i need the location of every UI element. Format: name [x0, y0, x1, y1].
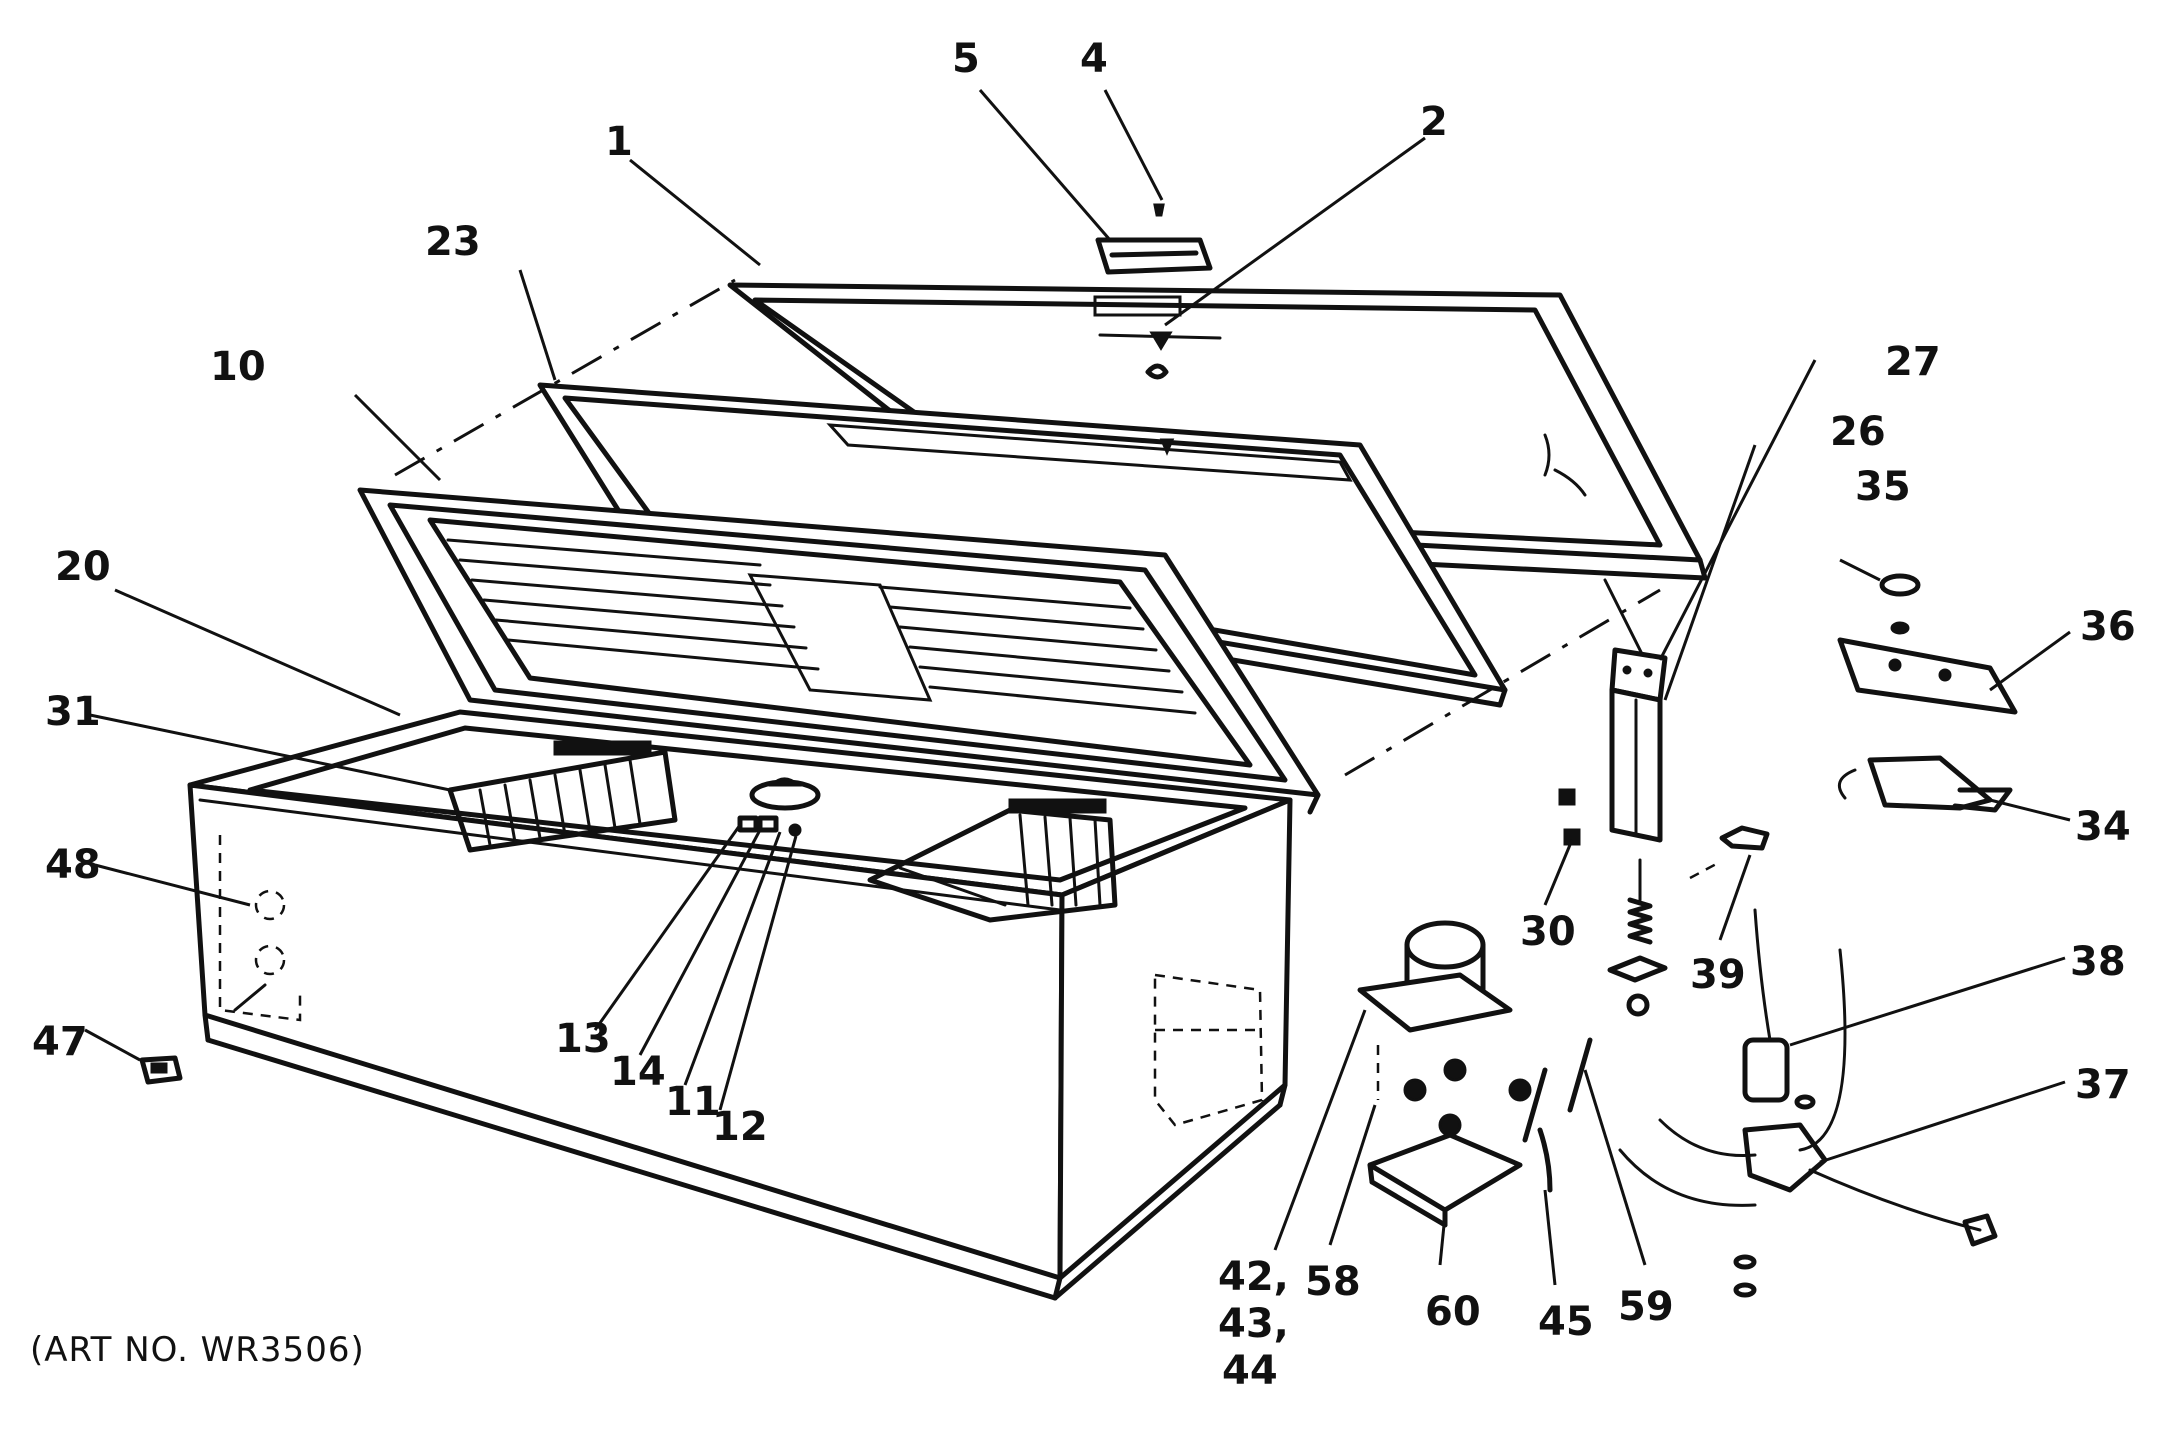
callout-2: 2	[1420, 99, 1448, 145]
callout-5: 5	[952, 36, 980, 82]
interior-light	[737, 777, 821, 837]
relay-and-wiring	[1618, 908, 1998, 1298]
callout-10: 10	[210, 344, 266, 390]
callout-30: 30	[1520, 909, 1576, 955]
callout-27: 27	[1885, 339, 1941, 385]
compressor-assembly	[1357, 920, 1593, 1228]
callout-12: 12	[712, 1104, 768, 1150]
storage-basket-right	[867, 798, 1118, 923]
callout-23: 23	[425, 219, 481, 265]
lid-handle	[1095, 203, 1213, 275]
callout-39: 39	[1690, 952, 1746, 998]
callout-48: 48	[45, 842, 101, 888]
callout-44: 44	[1222, 1348, 1278, 1394]
callout-20: 20	[55, 544, 111, 590]
hinge-assembly	[1558, 647, 1668, 1017]
callout-43: 43,	[1218, 1301, 1289, 1347]
callout-38: 38	[2070, 939, 2126, 985]
art-number-caption: (ART NO. WR3506)	[30, 1330, 365, 1370]
callout-26: 26	[1830, 409, 1886, 455]
leader-lines	[84, 89, 2071, 1286]
callout-59: 59	[1618, 1284, 1674, 1330]
callout-35: 35	[1855, 464, 1911, 510]
callout-11: 11	[665, 1079, 721, 1125]
callout-labels: 1 2 4 5 10 11 12 13 14 20 23 26 27 30 31…	[32, 36, 2136, 1394]
callout-47: 47	[32, 1019, 88, 1065]
callout-45: 45	[1538, 1299, 1594, 1345]
clip-part	[1689, 825, 1770, 880]
callout-13: 13	[555, 1016, 611, 1062]
freezer-cabinet	[187, 709, 1293, 1301]
callout-34: 34	[2075, 804, 2131, 850]
callout-4: 4	[1080, 36, 1108, 82]
callout-14: 14	[610, 1049, 666, 1095]
callout-31: 31	[45, 689, 101, 735]
storage-basket-left	[447, 740, 678, 853]
thermostat-assembly	[1837, 573, 2018, 813]
inner-lid-panel	[357, 487, 1321, 815]
callout-60: 60	[1425, 1289, 1481, 1335]
bumper-part	[139, 1055, 183, 1085]
assembly-guide-lines	[394, 278, 1661, 777]
callout-58: 58	[1305, 1259, 1361, 1305]
callout-42: 42,	[1218, 1254, 1289, 1300]
callout-37: 37	[2075, 1062, 2131, 1108]
callout-36: 36	[2080, 604, 2136, 650]
callout-1: 1	[605, 119, 633, 165]
